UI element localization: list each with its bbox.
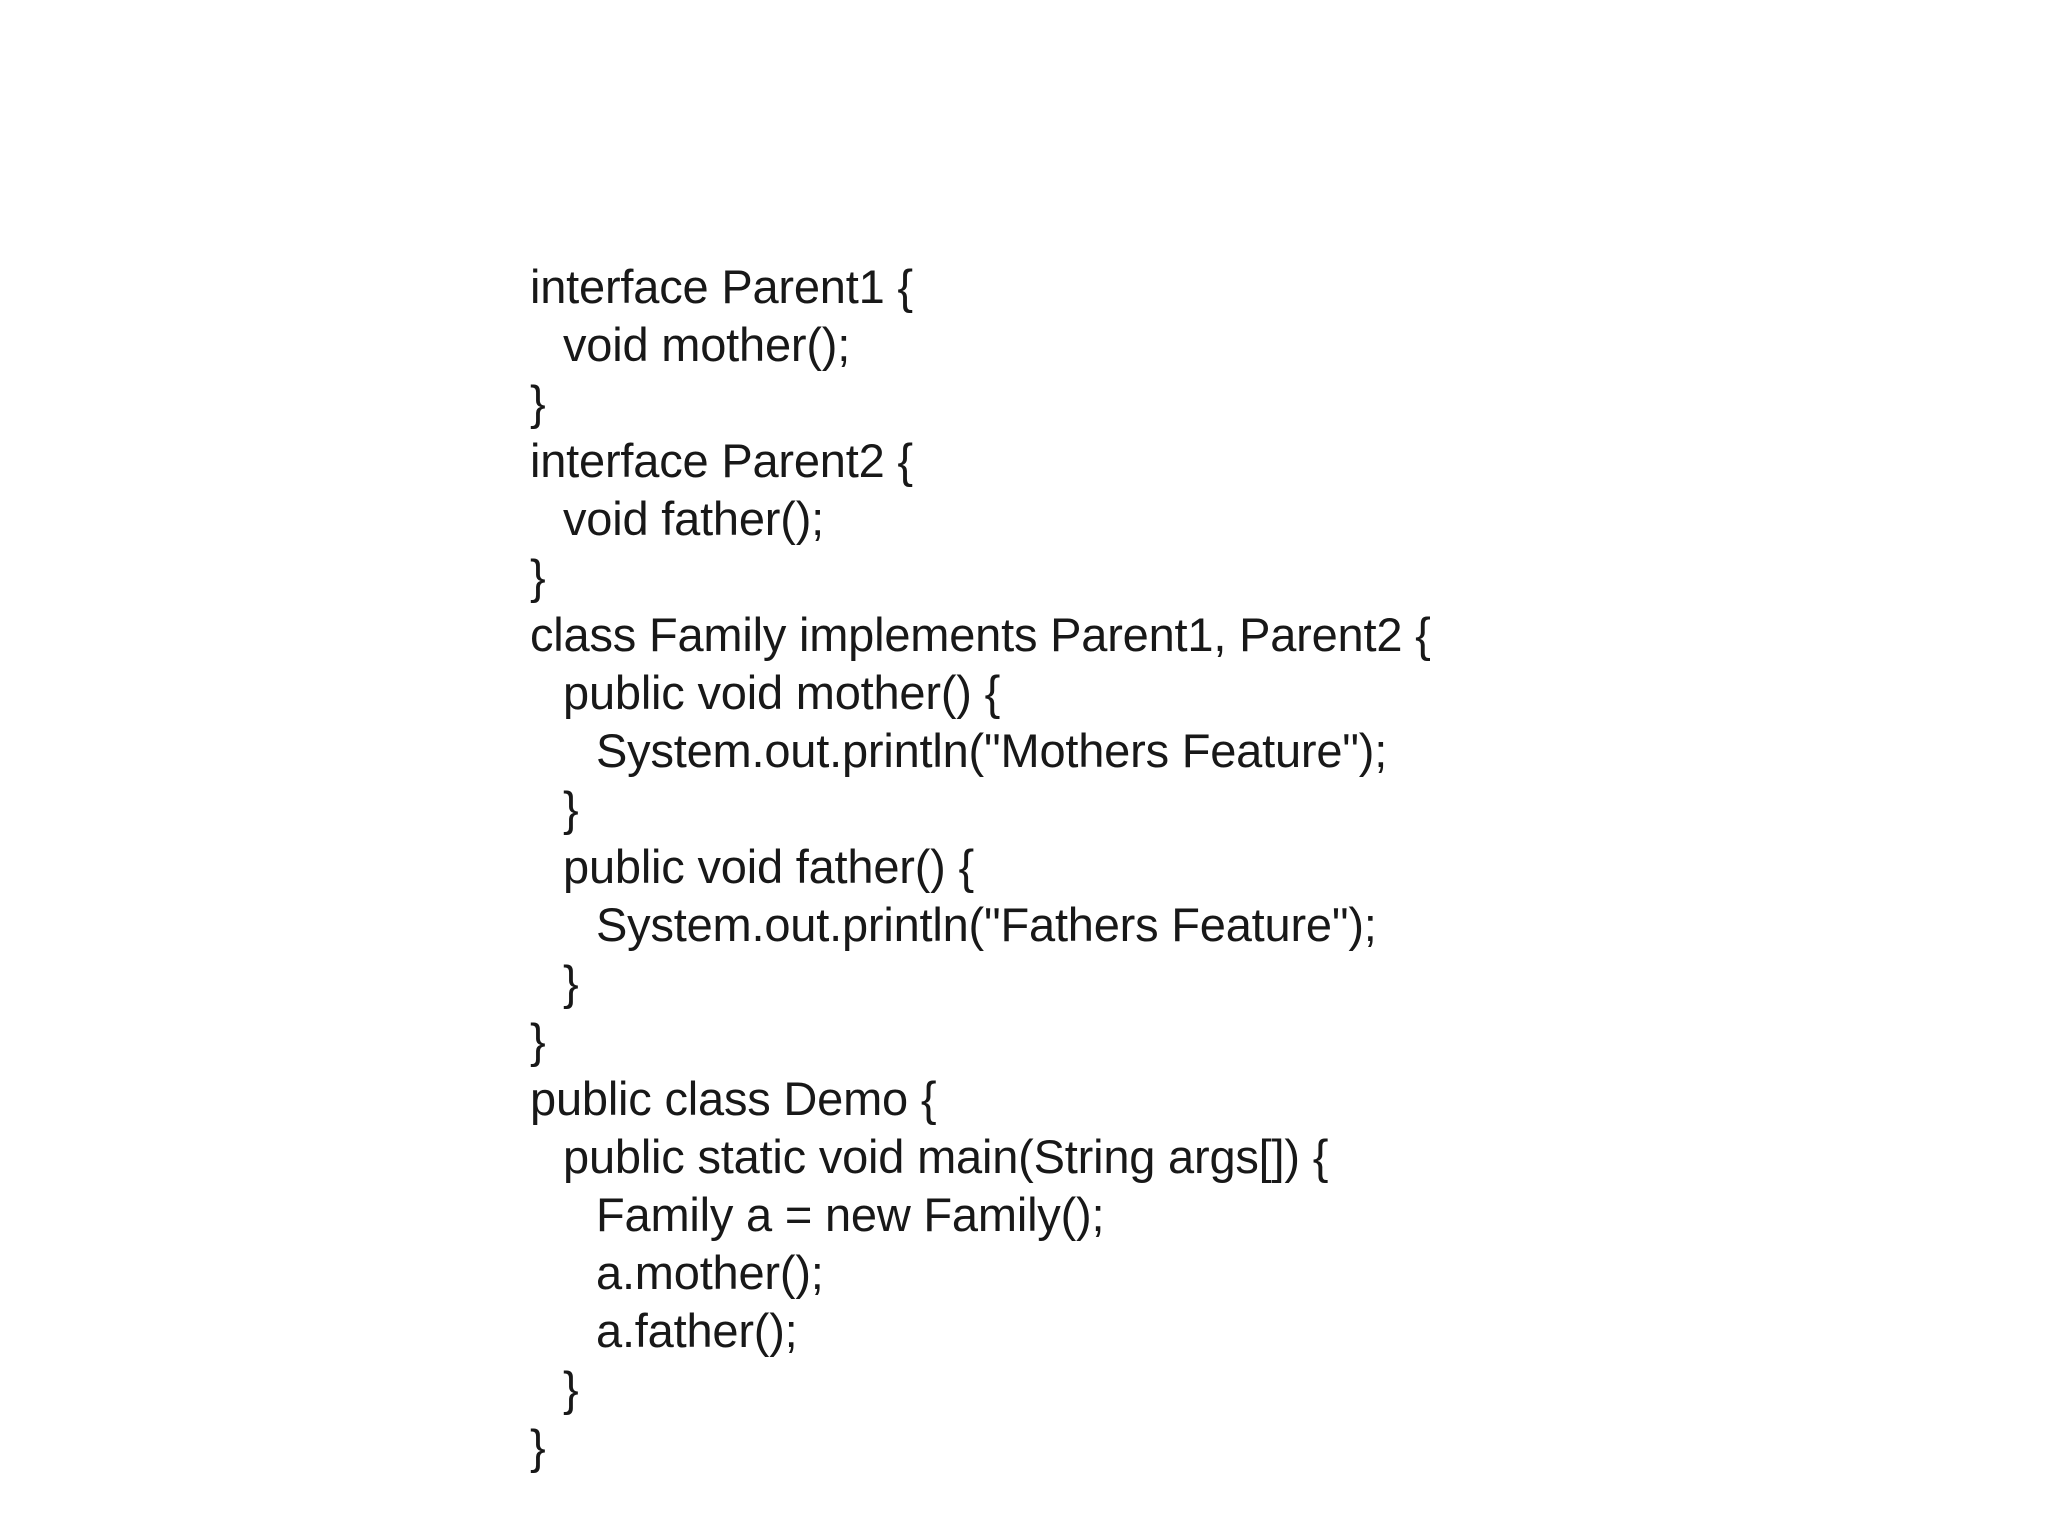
code-line: System.out.println("Mothers Feature"); bbox=[596, 724, 1388, 777]
code-line: } bbox=[530, 376, 546, 429]
code-line: } bbox=[563, 782, 579, 835]
code-line: a.mother(); bbox=[596, 1246, 824, 1299]
code-line: Family a = new Family(); bbox=[596, 1188, 1105, 1241]
code-line: System.out.println("Fathers Feature"); bbox=[596, 898, 1377, 951]
code-line: public static void main(String args[]) { bbox=[563, 1130, 1329, 1183]
code-line: } bbox=[563, 1362, 579, 1415]
code-line: a.father(); bbox=[596, 1304, 798, 1357]
code-line: interface Parent1 { bbox=[530, 260, 913, 313]
code-line: class Family implements Parent1, Parent2… bbox=[530, 608, 1431, 661]
code-line: } bbox=[563, 956, 579, 1009]
code-line: public class Demo { bbox=[530, 1072, 937, 1125]
code-line: } bbox=[530, 1420, 546, 1473]
code-listing: interface Parent1 {void mother();}interf… bbox=[530, 258, 1890, 1476]
code-line: } bbox=[530, 550, 546, 603]
code-line: public void father() { bbox=[563, 840, 974, 893]
code-line: } bbox=[530, 1014, 546, 1067]
code-line: void father(); bbox=[563, 492, 825, 545]
code-line: public void mother() { bbox=[563, 666, 1001, 719]
code-line: interface Parent2 { bbox=[530, 434, 913, 487]
code-line: void mother(); bbox=[563, 318, 851, 371]
